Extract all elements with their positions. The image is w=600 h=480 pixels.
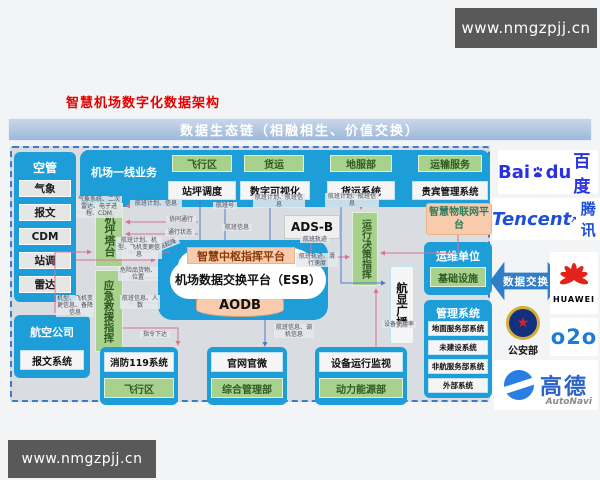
equipment-monitoring: 设备运行监视 bbox=[319, 352, 403, 372]
atc-item-station: 站调 bbox=[19, 252, 71, 269]
mgmt-item-unbuilt: 未建设系统 bbox=[428, 340, 488, 355]
label-plan-info: 航班计划、信息 bbox=[130, 200, 182, 208]
tencent-cn-text: 腾讯 bbox=[580, 200, 596, 239]
police-logo: ★ 公安部 bbox=[498, 306, 548, 357]
atc-item-radar: 雷达 bbox=[19, 276, 71, 293]
dept-airfield: 飞行区 bbox=[172, 155, 232, 172]
label-flight-info: 航班信息 bbox=[222, 224, 252, 232]
atc-item-cdm: CDM bbox=[19, 228, 71, 245]
fids-broadcast-box: 航显广播 bbox=[390, 266, 414, 344]
label-flight-dispatch: 航班信息、调机信息 bbox=[274, 324, 314, 339]
fire-dept-airfield: 飞行区 bbox=[104, 378, 174, 398]
page-title: 智慧机场数字化数据架构 bbox=[66, 96, 221, 111]
airline-title: 航空公司 bbox=[30, 326, 74, 339]
label-plan-flight-info: 航班计划、航班信息 bbox=[253, 194, 305, 209]
atc-title: 空管 bbox=[32, 161, 57, 175]
iot-platform-box: 智慧物联网平台 bbox=[426, 203, 492, 235]
label-type-change-alt: 机型、飞机变更信息、备降信息 bbox=[56, 295, 94, 317]
label-atc-feed: 气象系统、二次雷达、电子进程、CDM bbox=[76, 196, 122, 218]
emergency-rescue-box: 应急救援指挥 bbox=[95, 270, 123, 352]
tencent-en-text: Tencent bbox=[492, 208, 572, 230]
label-command-issue: 指令下达 bbox=[140, 331, 170, 339]
frontline-title: 机场一线业务 bbox=[91, 166, 157, 179]
autonavi-compass-icon bbox=[503, 370, 534, 400]
hub-command-platform: 智慧中枢指挥平台 bbox=[187, 247, 295, 264]
label-plan-type-change: 航班计划、机型、飞机变更信息 bbox=[116, 237, 162, 259]
atc-item-message: 报文 bbox=[19, 204, 71, 221]
data-ecochain-banner: 数据生态链（相融相生、价值交换） bbox=[8, 118, 592, 141]
label-track-speed: 航班轨迹、滑行速度 bbox=[296, 253, 338, 268]
adsb-box: ADS-B bbox=[284, 215, 340, 239]
ops-decision-box: 运行决策指挥 bbox=[352, 212, 378, 286]
huawei-text: HUAWEI bbox=[552, 294, 596, 304]
label-plan-flight-info-2: 航班计划、航班信息 bbox=[325, 193, 379, 208]
baidu-du-text: du bbox=[545, 161, 572, 183]
police-badge-icon: ★ bbox=[506, 306, 540, 340]
baidu-logo: Bai du 百度 bbox=[498, 150, 598, 197]
baidu-paw-icon bbox=[533, 166, 543, 178]
management-title: 管理系统 bbox=[436, 307, 480, 320]
label-dangerous-goods: 危险品货物、位置 bbox=[118, 267, 158, 282]
baidu-cn-text: 百度 bbox=[573, 152, 591, 197]
label-info-people: 航班信息、人数 bbox=[120, 295, 160, 310]
esb-label: 机场数据交换平台（ESB） bbox=[175, 272, 321, 287]
system-apron-dispatch: 站坪调度 bbox=[168, 181, 236, 200]
fire119-system: 消防119系统 bbox=[104, 352, 174, 372]
huawei-logo: HUAWEI bbox=[550, 252, 598, 314]
label-track: 航班轨迹 bbox=[300, 236, 330, 244]
tencent-logo: Tencent 腾讯 bbox=[492, 198, 600, 240]
huawei-flower-icon bbox=[559, 262, 589, 284]
mgmt-item-ground-service: 地面服务部系统 bbox=[428, 321, 488, 336]
autonavi-logo: 高德 AutoNavi bbox=[494, 360, 598, 410]
official-web-wechat: 官网官微 bbox=[211, 352, 283, 372]
baidu-bai-text: Bai bbox=[498, 161, 531, 183]
dept-cargo: 货运 bbox=[244, 155, 304, 172]
maintenance-infrastructure: 基础设施 bbox=[430, 267, 486, 287]
label-flight-no: 航班号 bbox=[213, 202, 237, 210]
dept-ground-service: 地服部 bbox=[330, 155, 392, 172]
airline-system: 报文系统 bbox=[20, 350, 84, 370]
tencent-arrow-icon bbox=[571, 216, 577, 223]
watermark-bottom: www.nmgzpjj.cn bbox=[8, 440, 156, 478]
label-pass-status: 通行状态 bbox=[165, 229, 195, 237]
label-coord-pass: 协同通行 bbox=[166, 216, 196, 224]
general-management-dept: 综合管理部 bbox=[211, 378, 283, 398]
mgmt-item-external: 外部系统 bbox=[428, 378, 488, 393]
dept-transport-service: 运输服务 bbox=[418, 155, 482, 172]
autonavi-cn-text: 高德 bbox=[539, 375, 588, 400]
police-label: 公安部 bbox=[508, 346, 538, 357]
mgmt-item-nonaviation: 非航服务部系统 bbox=[428, 359, 488, 374]
o2o-text: o2o bbox=[550, 325, 598, 349]
power-energy-dept: 动力能源部 bbox=[319, 378, 403, 398]
atc-item-weather: 气象 bbox=[19, 180, 71, 197]
watermark-top: www.nmgzpjj.cn bbox=[455, 8, 597, 48]
maintenance-title: 运维单位 bbox=[436, 250, 480, 263]
system-vip-management: 贵宾管理系统 bbox=[412, 181, 488, 200]
autonavi-en-text: AutoNavi bbox=[545, 397, 592, 407]
o2o-logo: o2o bbox=[550, 318, 598, 356]
label-device-usage: 设备使用率 bbox=[382, 321, 416, 329]
